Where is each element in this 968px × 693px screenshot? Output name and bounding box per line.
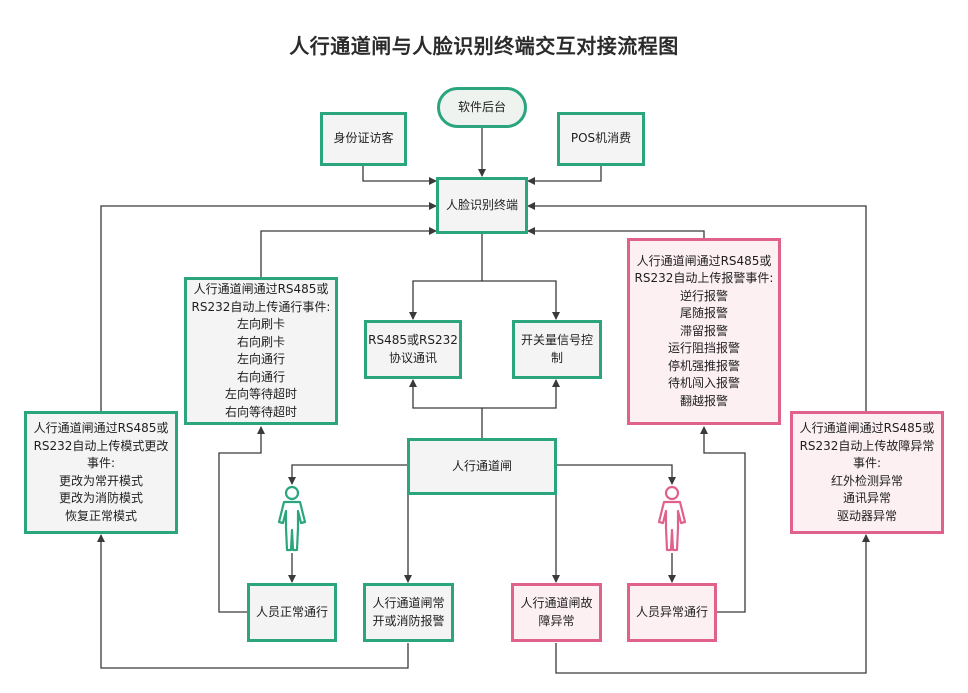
node-label: 协议通讯 — [388, 350, 437, 365]
pos-node: POS机消费 — [557, 112, 645, 166]
node-label: 滞留报警 — [679, 323, 728, 338]
node-label: RS232自动上传通行事件: — [191, 299, 331, 314]
node-label: 人脸识别终端 — [445, 197, 518, 212]
node-label: 更改为消防模式 — [58, 491, 143, 505]
node-label: 翻越报警 — [679, 393, 728, 408]
node-label: 事件: — [86, 456, 116, 470]
face-terminal-node: 人脸识别终端 — [436, 177, 528, 234]
node-label: RS485或RS232 — [368, 333, 458, 347]
node-label: 右向通行 — [236, 369, 285, 384]
node-label: 人行通道闸通过RS485或 — [636, 253, 772, 268]
node-label: 更改为常开模式 — [58, 473, 143, 488]
node-label: 红外检测异常 — [830, 473, 903, 488]
node-label: 人员正常通行 — [255, 604, 328, 619]
node-label: 人行通道闸通过RS485或 — [193, 282, 329, 296]
node-label: 身份证访客 — [333, 131, 394, 146]
software-backend-node: 软件后台 — [437, 87, 527, 128]
node-label: 左向等待超时 — [224, 387, 297, 401]
node-label: 人行通道闸故 — [520, 596, 593, 610]
node-label: 停机强推报警 — [667, 358, 740, 373]
node-label: 左向通行 — [236, 352, 285, 366]
node-label: 逆行报警 — [679, 288, 728, 303]
node-label: 障异常 — [538, 613, 575, 628]
node-label: 通讯异常 — [842, 491, 891, 505]
node-label: RS232自动上传报警事件: — [634, 271, 774, 286]
fault-events-node: 人行通道闸通过RS485或 RS232自动上传故障异常 事件: 红外检测异常 通… — [790, 411, 944, 534]
page-title: 人行通道闸与人脸识别终端交互对接流程图 — [289, 34, 679, 58]
node-label: 人行通道闸通过RS485或 — [799, 421, 935, 435]
gate-fault-node: 人行通道闸故 障异常 — [511, 583, 602, 642]
person-normal-icon — [277, 485, 307, 552]
node-label: 制 — [550, 350, 563, 365]
node-label: POS机消费 — [570, 131, 632, 146]
node-label: 人行通道闸常 — [372, 596, 445, 610]
pass-events-node: 人行通道闸通过RS485或 RS232自动上传通行事件: 左向刷卡 右向刷卡 左… — [184, 277, 338, 425]
alarm-events-node: 人行通道闸通过RS485或 RS232自动上传报警事件: 逆行报警 尾随报警 滞… — [627, 238, 781, 425]
node-label: 待机闯入报警 — [667, 376, 740, 391]
node-label: 软件后台 — [457, 99, 506, 114]
person-abnormal-icon — [657, 485, 687, 552]
open-fire-node: 人行通道闸常 开或消防报警 — [363, 583, 454, 642]
node-label: 尾随报警 — [679, 306, 728, 321]
node-label: 右向刷卡 — [236, 334, 285, 349]
node-label: 开或消防报警 — [372, 613, 445, 628]
node-label: 开关量信号控 — [520, 333, 593, 347]
rs-protocol-node: RS485或RS232 协议通讯 — [364, 320, 462, 379]
node-label: 人行通道闸通过RS485或 — [33, 421, 169, 435]
node-label: RS232自动上传模式更改 — [33, 438, 169, 453]
normal-pass-node: 人员正常通行 — [247, 583, 337, 642]
mode-events-node: 人行通道闸通过RS485或 RS232自动上传模式更改 事件: 更改为常开模式 … — [24, 411, 178, 534]
abnormal-pass-node: 人员异常通行 — [627, 583, 717, 642]
node-label: 人行通道闸 — [451, 458, 512, 473]
node-label: 左向刷卡 — [236, 317, 285, 331]
node-label: 事件: — [852, 456, 882, 470]
node-label: 恢复正常模式 — [64, 508, 137, 523]
node-label: 右向等待超时 — [224, 404, 297, 419]
node-label: 驱动器异常 — [836, 508, 897, 523]
node-label: RS232自动上传故障异常 — [799, 438, 935, 453]
switch-signal-node: 开关量信号控 制 — [512, 320, 602, 379]
node-label: 运行阻挡报警 — [667, 341, 740, 356]
node-label: 人员异常通行 — [635, 604, 708, 619]
gate-node: 人行通道闸 — [407, 438, 557, 495]
id-visitor-node: 身份证访客 — [320, 112, 407, 166]
